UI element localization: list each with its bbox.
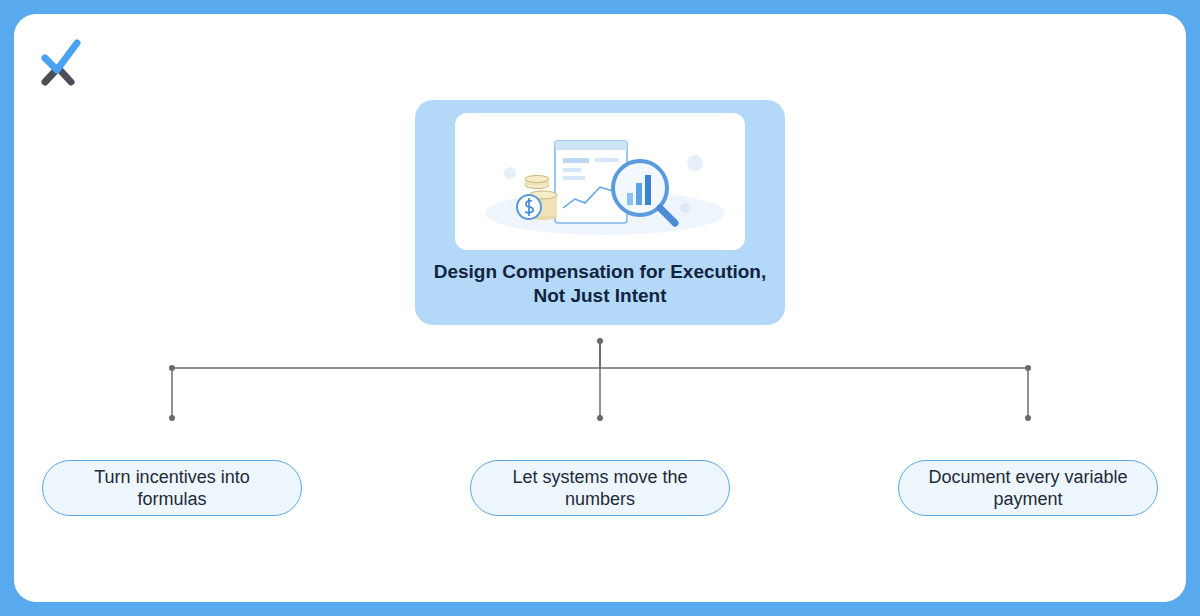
box-label: Document every variable payment <box>899 466 1157 510</box>
connector-dot <box>1025 415 1031 421</box>
process-pill: Let systems move the numbers <box>470 460 730 516</box>
box-label: Let systems move the numbers <box>471 466 729 510</box>
finance-illustration <box>455 113 745 250</box>
connector-dot <box>1025 365 1031 371</box>
connector-dot <box>169 415 175 421</box>
box-label: Turn incentives into formulas <box>43 466 301 510</box>
box-title: Design Compensation for Execution, Not J… <box>425 260 775 308</box>
connector-line <box>172 341 600 418</box>
connector-line <box>600 341 1028 418</box>
process-pill: Document every variable payment <box>898 460 1158 516</box>
connector-dot <box>597 415 603 421</box>
brand-logo <box>40 38 84 88</box>
process-pill: Turn incentives into formulas <box>42 460 302 516</box>
connector-dot <box>169 365 175 371</box>
